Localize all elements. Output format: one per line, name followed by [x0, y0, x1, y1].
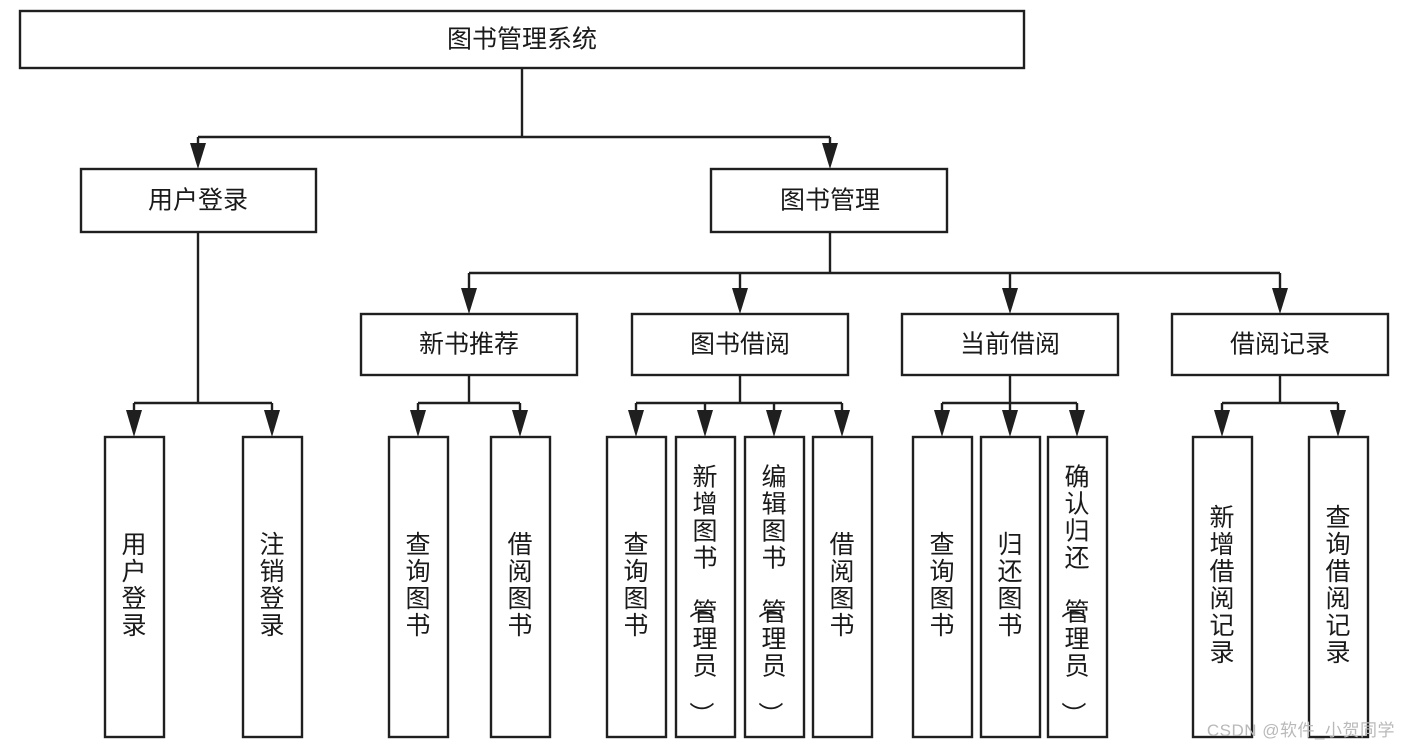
node-leaf-confirm-return-label: 确认归还（管理员）	[1058, 464, 1089, 727]
node-user-login-label: 用户登录	[148, 187, 248, 215]
node-leaf-user-login-box[interactable]	[103, 435, 166, 739]
arrow-head-book-manage	[822, 143, 838, 169]
node-leaf-add-record-label: 新增借阅记录	[1209, 504, 1234, 667]
node-leaf-query-record-box[interactable]	[1307, 435, 1370, 739]
node-leaf-user-login-label: 用户登录	[121, 531, 146, 640]
node-leaf-logout-login-label: 注销登录	[259, 531, 284, 640]
node-leaf-query-book-1[interactable]: 查询图书	[387, 435, 450, 739]
arrow-head-user-login	[190, 143, 206, 169]
node-borrow-record[interactable]: 借阅记录	[1170, 312, 1390, 377]
node-leaf-edit-book[interactable]: 编辑图书（管理员）	[743, 435, 806, 739]
node-leaf-borrow-book-2-label: 借阅图书	[829, 531, 854, 640]
node-leaf-edit-book-label: 编辑图书（管理员）	[755, 464, 786, 727]
node-leaf-add-record-box[interactable]	[1191, 435, 1254, 739]
node-leaf-query-book-2[interactable]: 查询图书	[605, 435, 668, 739]
arrow-head-leaf-query-record	[1330, 410, 1346, 437]
arrow-head-borrow-record	[1272, 288, 1288, 314]
node-book-borrow-label: 图书借阅	[690, 331, 790, 359]
node-leaf-return-book[interactable]: 归还图书	[979, 435, 1042, 739]
node-new-book-recommend-label: 新书推荐	[419, 331, 519, 359]
arrow-head-new-book-recommend	[461, 288, 477, 314]
node-leaf-query-book-3[interactable]: 查询图书	[911, 435, 974, 739]
node-leaf-borrow-book-1[interactable]: 借阅图书	[489, 435, 552, 739]
node-leaf-user-login[interactable]: 用户登录	[103, 435, 166, 739]
node-root[interactable]: 图书管理系统	[18, 9, 1026, 70]
node-current-borrow[interactable]: 当前借阅	[900, 312, 1120, 377]
node-leaf-add-book-box[interactable]	[674, 435, 737, 739]
node-leaf-add-book[interactable]: 新增图书（管理员）	[674, 435, 737, 739]
node-book-borrow-box[interactable]	[630, 312, 850, 377]
connector-layer	[126, 68, 1346, 437]
node-book-borrow[interactable]: 图书借阅	[630, 312, 850, 377]
arrow-head-leaf-confirm-return	[1069, 410, 1085, 437]
node-leaf-add-record[interactable]: 新增借阅记录	[1191, 435, 1254, 739]
node-leaf-query-book-1-label: 查询图书	[405, 531, 430, 640]
node-leaf-edit-book-box[interactable]	[743, 435, 806, 739]
arrow-head-leaf-query-book-2	[628, 410, 644, 437]
node-leaf-query-book-2-label: 查询图书	[623, 531, 648, 640]
arrow-head-leaf-borrow-book-1	[512, 410, 528, 437]
arrow-head-current-borrow	[1002, 288, 1018, 314]
node-borrow-record-label: 借阅记录	[1230, 331, 1330, 359]
node-leaf-query-record-label: 查询借阅记录	[1325, 504, 1350, 667]
node-leaf-query-book-3-box[interactable]	[911, 435, 974, 739]
node-user-login-box[interactable]	[79, 167, 318, 234]
arrow-head-leaf-edit-book	[766, 410, 782, 437]
node-leaf-borrow-book-2[interactable]: 借阅图书	[811, 435, 874, 739]
node-root-box[interactable]	[18, 9, 1026, 70]
arrow-head-leaf-add-book	[697, 410, 713, 437]
node-leaf-confirm-return-box[interactable]	[1046, 435, 1109, 739]
node-leaf-query-book-3-label: 查询图书	[929, 531, 954, 640]
node-leaf-borrow-book-2-box[interactable]	[811, 435, 874, 739]
node-user-login[interactable]: 用户登录	[79, 167, 318, 234]
node-leaf-confirm-return[interactable]: 确认归还（管理员）	[1046, 435, 1109, 739]
node-leaf-logout-login-box[interactable]	[241, 435, 304, 739]
node-leaf-return-book-label: 归还图书	[997, 531, 1022, 640]
node-leaf-add-book-label: 新增图书（管理员）	[686, 464, 717, 727]
arrow-head-leaf-query-book-1	[410, 410, 426, 437]
node-leaf-query-record[interactable]: 查询借阅记录	[1307, 435, 1370, 739]
arrow-head-leaf-borrow-book-2	[834, 410, 850, 437]
node-book-manage-box[interactable]	[709, 167, 949, 234]
arrow-head-leaf-user-login	[126, 410, 142, 437]
node-leaf-logout-login[interactable]: 注销登录	[241, 435, 304, 739]
node-leaf-borrow-book-1-label: 借阅图书	[507, 531, 532, 640]
node-new-book-recommend-box[interactable]	[359, 312, 579, 377]
node-root-label: 图书管理系统	[447, 26, 597, 54]
node-current-borrow-box[interactable]	[900, 312, 1120, 377]
arrow-head-leaf-add-record	[1214, 410, 1230, 437]
arrow-head-leaf-logout-login	[264, 410, 280, 437]
node-new-book-recommend[interactable]: 新书推荐	[359, 312, 579, 377]
node-leaf-return-book-box[interactable]	[979, 435, 1042, 739]
arrow-head-leaf-query-book-3	[934, 410, 950, 437]
node-book-manage[interactable]: 图书管理	[709, 167, 949, 234]
node-borrow-record-box[interactable]	[1170, 312, 1390, 377]
node-leaf-query-book-2-box[interactable]	[605, 435, 668, 739]
arrow-head-leaf-return-book	[1002, 410, 1018, 437]
arrow-head-book-borrow	[732, 288, 748, 314]
node-leaf-query-book-1-box[interactable]	[387, 435, 450, 739]
node-leaf-borrow-book-1-box[interactable]	[489, 435, 552, 739]
node-book-manage-label: 图书管理	[780, 187, 880, 215]
node-current-borrow-label: 当前借阅	[960, 331, 1060, 359]
